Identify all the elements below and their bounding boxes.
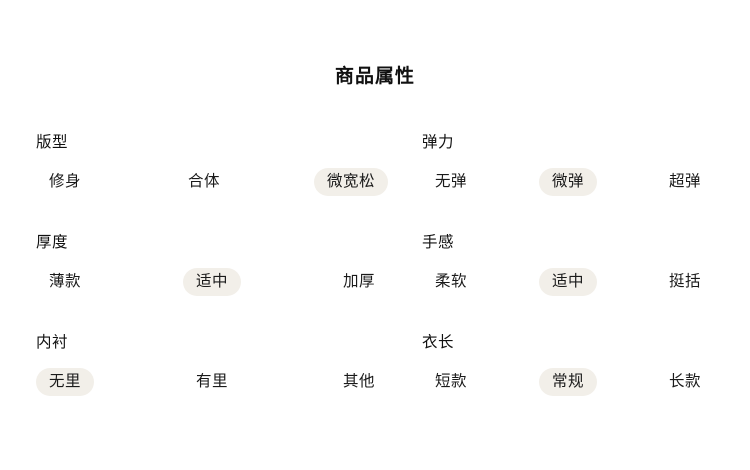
attribute-group-shougan: 手感 柔软 适中 挺括	[410, 232, 750, 332]
attribute-option[interactable]: 短款	[435, 373, 468, 390]
attribute-label: 衣长	[422, 334, 455, 351]
attribute-option-list: 短款 常规 长款	[422, 368, 714, 396]
attribute-option-selected[interactable]: 常规	[538, 368, 597, 396]
attribute-option[interactable]: 挺括	[668, 273, 701, 290]
attribute-option[interactable]: 加厚	[342, 273, 375, 290]
attribute-option[interactable]: 超弹	[668, 173, 701, 190]
attribute-group-tanli: 弹力 无弹 微弹 超弹	[410, 132, 750, 232]
attribute-option-selected[interactable]: 微弹	[538, 168, 597, 196]
attribute-label: 弹力	[422, 134, 455, 151]
attribute-option-list: 无弹 微弹 超弹	[422, 168, 714, 196]
attribute-option-list: 薄款 适中 加厚	[36, 268, 388, 296]
attribute-group-banxing: 版型 修身 合体 微宽松	[0, 132, 410, 232]
attribute-option-list: 柔软 适中 挺括	[422, 268, 714, 296]
attribute-option[interactable]: 合体	[187, 173, 220, 190]
attribute-label: 内衬	[36, 334, 69, 351]
attribute-option[interactable]: 修身	[49, 173, 82, 190]
page-title: 商品属性	[334, 66, 415, 87]
attribute-option[interactable]: 有里	[195, 373, 228, 390]
attribute-option-selected[interactable]: 无里	[36, 368, 95, 396]
attribute-group-neichen: 内衬 无里 有里 其他	[0, 332, 410, 432]
attribute-option[interactable]: 柔软	[435, 273, 468, 290]
attribute-option[interactable]: 长款	[668, 373, 701, 390]
attribute-option-selected[interactable]: 适中	[182, 268, 241, 296]
attribute-option-selected[interactable]: 适中	[538, 268, 597, 296]
attribute-option[interactable]: 薄款	[49, 273, 82, 290]
attribute-label: 厚度	[36, 234, 69, 251]
attribute-group-houdu: 厚度 薄款 适中 加厚	[0, 232, 410, 332]
attribute-option[interactable]: 无弹	[435, 173, 468, 190]
attribute-label: 版型	[36, 134, 69, 151]
attribute-label: 手感	[422, 234, 455, 251]
attribute-group-yichang: 衣长 短款 常规 长款	[410, 332, 750, 432]
attribute-option-list: 无里 有里 其他	[36, 368, 388, 396]
attribute-option[interactable]: 其他	[342, 373, 375, 390]
attribute-option-list: 修身 合体 微宽松	[36, 168, 388, 196]
attribute-groups-grid: 版型 修身 合体 微宽松 弹力 无弹 微弹 超弹 厚度 薄款 适中 加厚	[0, 132, 750, 432]
attribute-option-selected[interactable]: 微宽松	[313, 168, 388, 196]
